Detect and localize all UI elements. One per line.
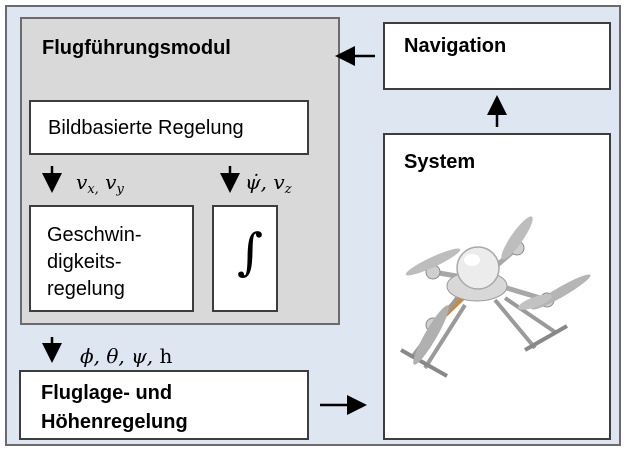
attitude-outputs-symbols: ϕ, θ, ψ, [80, 344, 154, 368]
attitude-control-line1: Fluglage- und [41, 382, 173, 404]
integral-symbol: ∫ [237, 223, 264, 281]
vz-subscript: z [284, 182, 292, 197]
integrator-block [212, 205, 278, 312]
velocity-control-line3: regelung [47, 278, 125, 300]
attitude-control-line2: Höhenregelung [41, 411, 188, 433]
height-symbol: h [159, 344, 173, 368]
attitude-height-control-block [19, 370, 309, 440]
vx-subscript: x, [87, 182, 99, 197]
system-label: System [404, 151, 476, 173]
vx-vy-signal: vx, vy [76, 170, 124, 197]
vy-symbol: v [105, 170, 117, 194]
attitude-signal: ϕ, θ, ψ, h [80, 344, 172, 368]
psi-dot-symbol: ψ̇, [245, 170, 268, 194]
velocity-control-line1: Geschwin- [47, 224, 142, 246]
navigation-block [383, 22, 611, 90]
velocity-control-block [29, 205, 194, 312]
vz-symbol: v [273, 170, 285, 194]
image-based-control-block [29, 100, 309, 155]
quadcopter-drone-image [400, 216, 591, 378]
vy-subscript: y [116, 182, 124, 197]
vx-symbol: v [76, 170, 88, 194]
navigation-label: Navigation [404, 35, 507, 57]
velocity-control-line2: digkeits- [47, 251, 122, 273]
psi-dot-vz-signal: ψ̇, vz [245, 170, 292, 197]
image-based-control-label: Bildbasierte Regelung [48, 117, 244, 139]
flight-control-module-label: Flugführungsmodul [42, 37, 231, 59]
